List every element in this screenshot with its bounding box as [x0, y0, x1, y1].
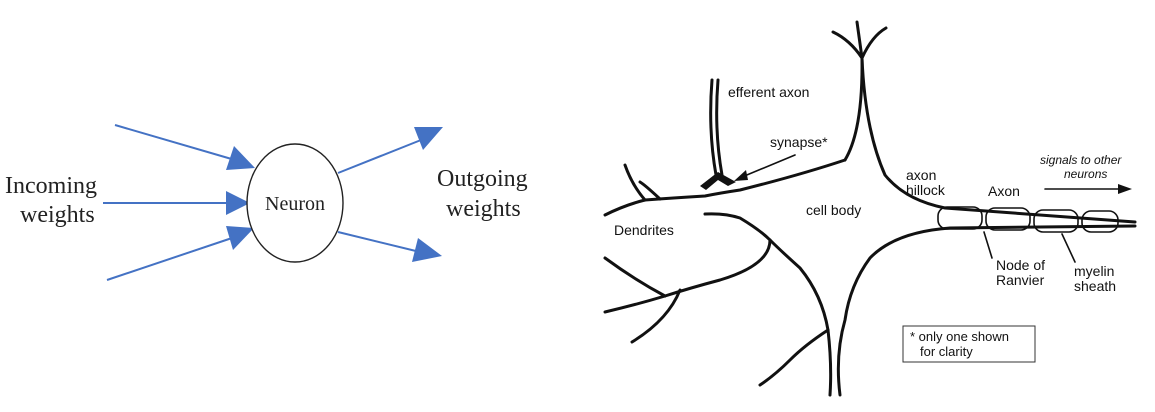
outgoing-arrow-bottom-head	[412, 238, 442, 262]
incoming-arrow-top-head	[226, 146, 255, 170]
dendrite-bottom-branch	[758, 328, 830, 387]
efferent-axon-label: efferent axon	[728, 84, 809, 100]
myelin-sheath	[937, 206, 1119, 233]
cell-body-upper-outline	[603, 158, 847, 217]
signals-label-line2: neurons	[1064, 167, 1107, 181]
incoming-arrow-bottom-head	[226, 226, 254, 250]
dendrite-upper-left-branch	[623, 163, 662, 202]
outgoing-arrow-top	[337, 139, 422, 174]
synapse-label: synapse*	[770, 134, 828, 150]
clarity-note-line2: for clarity	[920, 344, 973, 359]
myelin-segment	[1081, 210, 1119, 233]
artificial-neuron-diagram: Neuron Incoming weights Outgoing weights	[5, 124, 528, 281]
axon-lower-line	[836, 224, 1137, 397]
clarity-note-line1: * only one shown	[910, 329, 1009, 344]
incoming-weights-label-line2: weights	[20, 202, 95, 228]
myelin-segment	[1033, 209, 1079, 233]
incoming-weights-label-line1: Incoming	[5, 173, 97, 199]
efferent-axon-line	[709, 78, 718, 177]
efferent-axon-line-2	[715, 78, 724, 177]
axon-label: Axon	[988, 183, 1020, 199]
cell-body-lower-outline	[703, 212, 833, 397]
myelin-segment	[937, 206, 983, 230]
node-of-ranvier-label-line1: Node of	[996, 257, 1045, 273]
dendrite-lower-branch	[603, 256, 682, 344]
axon-hillock-label-line2: hillock	[906, 182, 946, 198]
biological-neuron-diagram: efferent axon synapse* cell body Dendrit…	[603, 20, 1137, 397]
myelin-sheath-label-line1: myelin	[1074, 263, 1114, 279]
outgoing-weights-label-line2: weights	[446, 196, 521, 222]
synapse-pointer-line	[741, 154, 796, 178]
myelin-sheath-label-line2: sheath	[1074, 278, 1116, 294]
node-of-ranvier-pointer	[983, 231, 993, 259]
outgoing-arrow-bottom	[337, 231, 421, 253]
node-of-ranvier-label-line2: Ranvier	[996, 272, 1045, 288]
signals-label-line1: signals to other	[1040, 153, 1122, 167]
outgoing-weights-label-line1: Outgoing	[437, 166, 528, 192]
incoming-arrow-bottom	[106, 237, 233, 281]
clarity-note-box	[902, 325, 1036, 363]
myelin-segment	[985, 207, 1031, 231]
cell-body-upper-right-outline	[860, 56, 1137, 224]
top-dendrite	[831, 20, 888, 162]
dendrites-label: Dendrites	[614, 222, 674, 238]
dendrite-left-lower	[603, 238, 772, 314]
outgoing-arrow-top-head	[414, 127, 443, 150]
synapse-pointer-head	[734, 170, 748, 181]
incoming-arrow-middle-head	[226, 191, 250, 215]
synapse-terminal	[700, 172, 736, 190]
axon-hillock-label-line1: axon	[906, 167, 936, 183]
incoming-arrow-top	[114, 124, 236, 161]
neuron-circle	[246, 143, 344, 263]
neuron-label: Neuron	[265, 193, 325, 215]
signals-arrow-head	[1118, 184, 1132, 194]
myelin-sheath-pointer	[1061, 233, 1076, 263]
cell-body-label: cell body	[806, 202, 861, 218]
